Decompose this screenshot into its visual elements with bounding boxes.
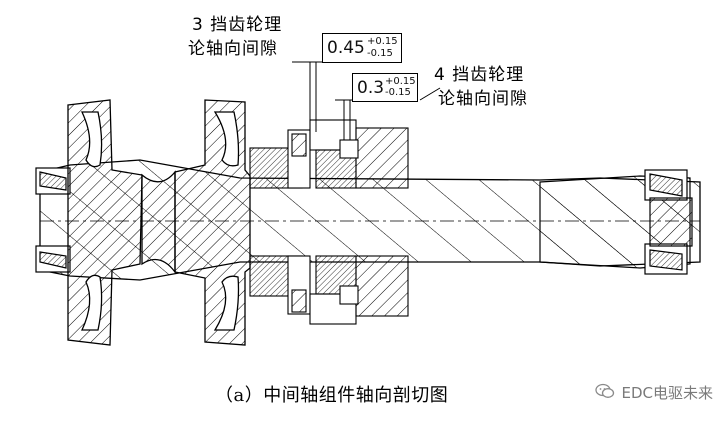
gear-3-4-upper [249, 119, 409, 189]
left-bearing [35, 167, 71, 273]
gear3-upper-tolerance: +0.15 [367, 36, 398, 47]
dimension-lines [292, 61, 441, 140]
gear3-clearance-value: 0.45 [327, 38, 365, 58]
gear3-clearance-tolerance: 0.45 +0.15 -0.15 [322, 33, 402, 63]
watermark: EDC电驱未来 [595, 382, 713, 403]
drive-gear-right [141, 99, 251, 346]
gear4-clearance-value: 0.3 [357, 78, 385, 98]
gear-3-4-lower [249, 255, 409, 325]
watermark-text: EDC电驱未来 [621, 384, 713, 402]
gear4-label-line1: 4 挡齿轮理 [434, 65, 525, 85]
gear3-lower-tolerance: -0.15 [367, 48, 393, 59]
right-bearing [539, 169, 693, 275]
drive-gear-left [67, 99, 143, 346]
gear3-label-line1: 3 挡齿轮理 [192, 15, 283, 35]
wechat-icon [595, 383, 615, 403]
gear3-label-line2: 论轴向间隙 [188, 39, 278, 59]
gear4-upper-tolerance: +0.15 [385, 76, 416, 87]
gear4-lower-tolerance: -0.15 [385, 87, 411, 98]
figure-caption: （a）中间轴组件轴向剖切图 [215, 385, 449, 406]
gear4-clearance-tolerance: 0.3 +0.15 -0.15 [352, 73, 418, 102]
gear4-label-line2: 论轴向间隙 [438, 89, 528, 109]
